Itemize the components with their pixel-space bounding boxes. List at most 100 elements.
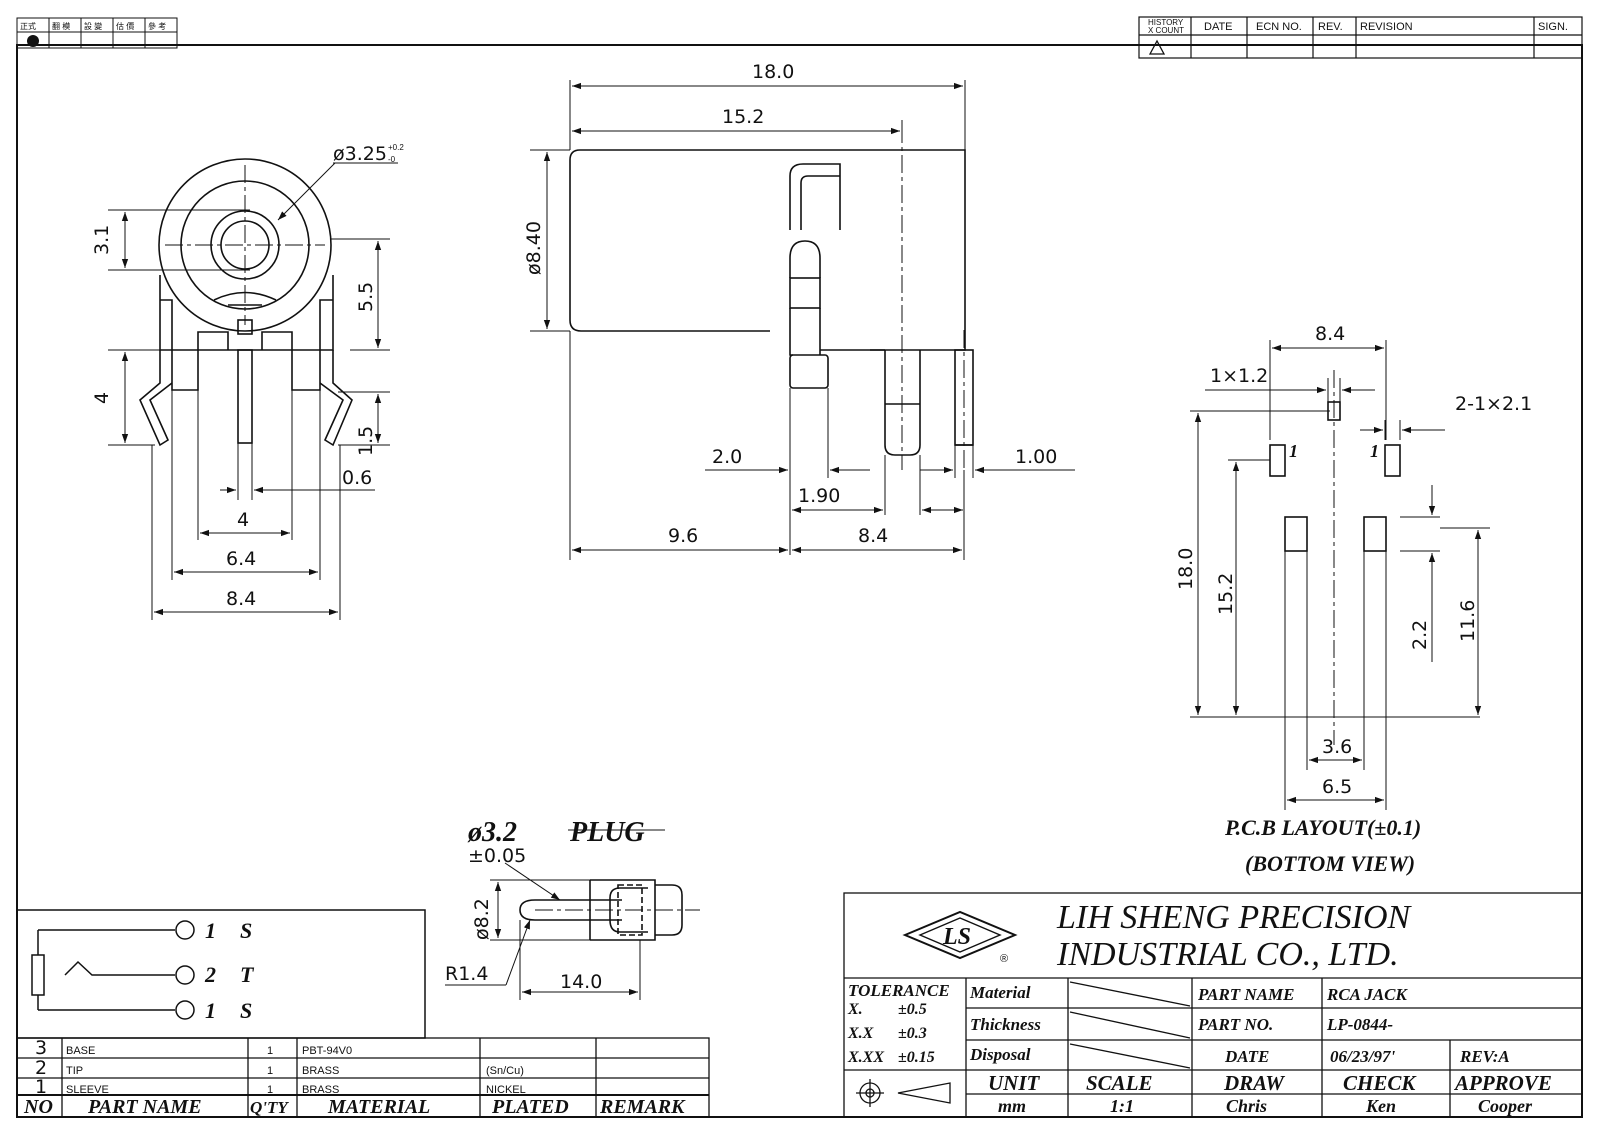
bom-row-no: 1 — [35, 1076, 47, 1098]
stamp-cell: 設 變 — [84, 21, 102, 31]
pad-left-large — [1284, 516, 1308, 552]
projection-symbol-icon — [856, 1079, 951, 1107]
front-view — [139, 158, 353, 447]
company-name-line2: INDUSTRIAL CO., LTD. — [1056, 936, 1399, 973]
material-label: Material — [969, 983, 1031, 1002]
bom-header-plated: PLATED — [491, 1096, 569, 1118]
tol-xxx-label: X.XX — [847, 1049, 884, 1066]
bom-header-qty: Q'TY — [250, 1098, 289, 1117]
stamp-cell: 估 價 — [116, 21, 134, 31]
dim-side-18: 18.0 — [752, 61, 794, 83]
dim-side-15-2: 15.2 — [722, 106, 764, 128]
part-no-label: PART NO. — [1197, 1015, 1273, 1034]
check-value: Ken — [1365, 1096, 1396, 1116]
registered-mark: ® — [1000, 953, 1008, 965]
sheet-border — [16, 44, 1583, 1118]
tol-x-value: ±0.5 — [898, 1001, 927, 1018]
pad-left-small — [1269, 444, 1286, 477]
dim-front-diameter: ø3.25 — [333, 143, 387, 165]
front-view-dimension-labels: ø3.25 +0.2 -0 3.1 5.5 4 1.5 0.6 4 6.4 8.… — [91, 143, 404, 610]
scale-value: 1:1 — [1110, 1096, 1134, 1116]
dim-side-9-6: 9.6 — [668, 525, 698, 547]
status-dot — [27, 35, 39, 47]
dim-side-2-0: 2.0 — [712, 446, 742, 468]
draw-label: DRAW — [1223, 1071, 1285, 1095]
bom-header-material: MATERIAL — [327, 1096, 430, 1118]
date-label: DATE — [1224, 1047, 1269, 1066]
part-name-label: PART NAME — [1197, 985, 1295, 1004]
bom-row-qty: 1 — [267, 1065, 273, 1077]
plug-title: PLUG — [569, 817, 645, 848]
bom-row-material: PBT-94V0 — [302, 1045, 352, 1057]
date-value: 06/23/97' — [1330, 1047, 1395, 1066]
bom-row-part: SLEEVE — [66, 1084, 109, 1096]
unit-label: UNIT — [988, 1071, 1041, 1095]
dim-0-6: 0.6 — [342, 467, 372, 489]
thickness-label: Thickness — [970, 1015, 1041, 1034]
disposal-label: Disposal — [969, 1045, 1031, 1064]
dim-pcb-1x1-2: 1×1.2 — [1210, 365, 1268, 387]
bom-row-plated: (Sn/Cu) — [486, 1065, 524, 1077]
tol-x-label: X. — [847, 1001, 863, 1018]
plug-tolerance: ±0.05 — [468, 845, 526, 867]
bom-row-part: BASE — [66, 1045, 95, 1057]
stamp-cell: 正式 — [20, 21, 36, 31]
plug-dia-8-2: ø8.2 — [471, 898, 493, 940]
front-view-dimensions — [108, 162, 398, 620]
schematic: 1 S 2 T 1 S — [16, 909, 426, 1039]
side-view-dimensions — [530, 80, 1075, 560]
dim-1-5: 1.5 — [355, 426, 377, 456]
bom-row-qty: 1 — [267, 1084, 273, 1096]
dim-side-1-90: 1.90 — [798, 485, 840, 507]
dim-side-1-00: 1.00 — [1015, 446, 1057, 468]
dim-pcb-15-2: 15.2 — [1215, 573, 1237, 615]
unit-value: mm — [998, 1096, 1026, 1116]
dim-3-1: 3.1 — [91, 225, 113, 255]
pad-right-small — [1384, 444, 1401, 477]
pad-marker-1: 1 — [1289, 441, 1298, 461]
pcb-caption-line2: (BOTTOM VIEW) — [1245, 851, 1415, 876]
dim-front-diameter-tol-minus: -0 — [388, 155, 396, 164]
pcb-dimensions — [1190, 340, 1490, 810]
title-block: LS ® LIH SHENG PRECISION INDUSTRIAL CO.,… — [843, 892, 1583, 1118]
dim-side-diameter: ø8.40 — [523, 221, 545, 275]
tol-xxx-value: ±0.15 — [898, 1049, 935, 1066]
dim-4-vertical: 4 — [91, 392, 113, 404]
stamp-cell: 翻 模 — [52, 21, 70, 31]
xcount-label: X COUNT — [1148, 26, 1184, 35]
approve-value: Cooper — [1478, 1096, 1533, 1116]
revision-value: REV:A — [1459, 1047, 1510, 1066]
warning-triangle-icon — [1148, 39, 1166, 55]
dim-5-5: 5.5 — [355, 282, 377, 312]
sign-header: SIGN. — [1538, 21, 1568, 33]
logo-letters: LS — [942, 924, 971, 950]
pin-number: 2 — [204, 962, 216, 987]
scale-label: SCALE — [1086, 1071, 1153, 1095]
bom-row-plated: NICKEL — [486, 1084, 526, 1096]
bom-table: 3 BASE 1 PBT-94V0 2 TIP 1 BRASS (Sn/Cu) … — [16, 1037, 710, 1118]
dim-pcb-11-6: 11.6 — [1457, 600, 1479, 642]
pin-number: 1 — [205, 918, 216, 943]
stamp-cell: 參 考 — [148, 21, 166, 31]
bom-row-no: 3 — [35, 1037, 47, 1059]
part-name-value: RCA JACK — [1326, 985, 1409, 1004]
dim-pcb-2-1x2-1: 2-1×2.1 — [1455, 393, 1532, 415]
plug-length: 14.0 — [560, 971, 602, 993]
plug-radius: R1.4 — [445, 963, 488, 985]
tol-xx-value: ±0.3 — [898, 1025, 927, 1042]
bom-row-qty: 1 — [267, 1045, 273, 1057]
bom-header-no: NO — [23, 1096, 53, 1118]
ecn-header: ECN NO. — [1256, 21, 1302, 33]
plug-detail — [519, 879, 700, 941]
pin-name: S — [240, 998, 252, 1023]
pin-name: T — [240, 962, 255, 987]
tol-xx-label: X.X — [847, 1025, 874, 1042]
pcb-caption-line1: P.C.B LAYOUT(±0.1) — [1224, 815, 1421, 840]
plug-labels: ø3.2 ±0.05 PLUG ø8.2 R1.4 14.0 — [445, 817, 645, 993]
bom-row-part: TIP — [66, 1065, 83, 1077]
approve-label: APPROVE — [1453, 1071, 1552, 1095]
dim-pcb-18: 18.0 — [1175, 548, 1197, 590]
company-name-line1: LIH SHENG PRECISION — [1056, 899, 1413, 936]
pin-name: S — [240, 918, 252, 943]
